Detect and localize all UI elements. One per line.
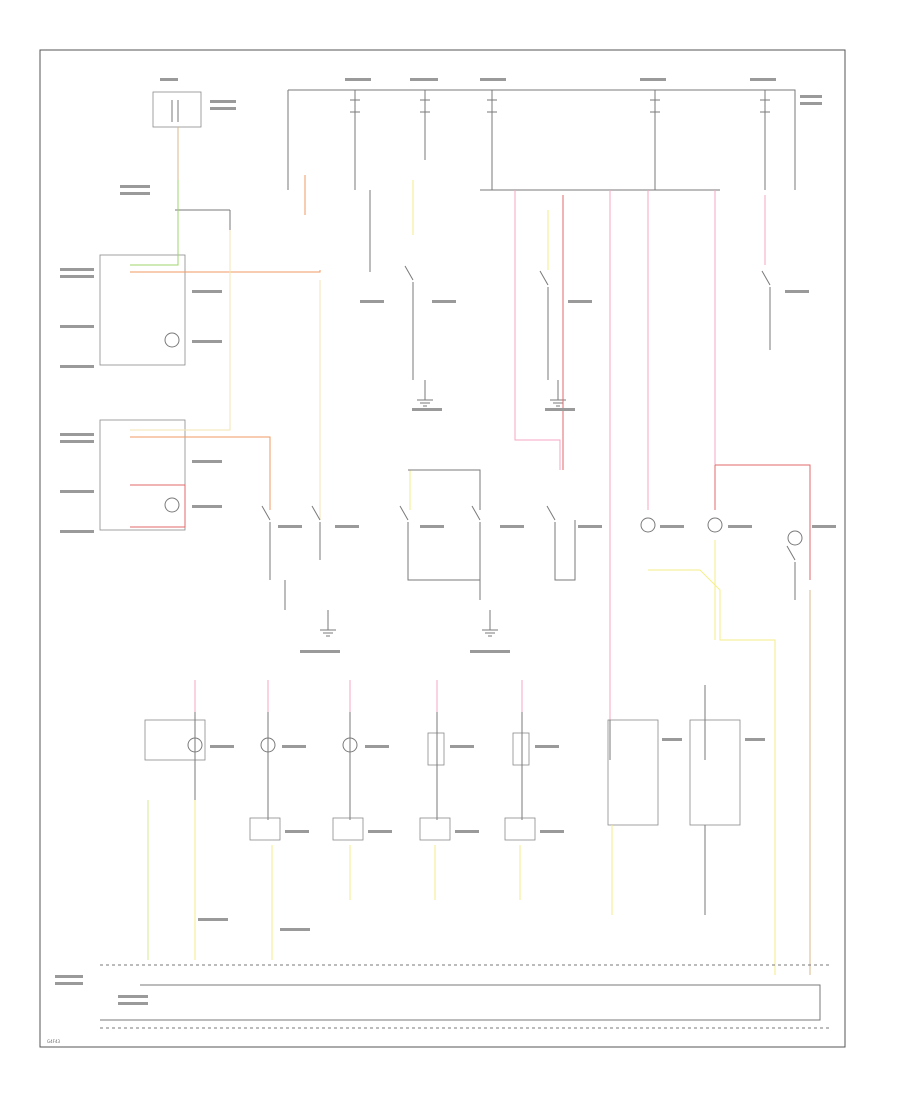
- ground-icon: [320, 380, 566, 637]
- lamp-icon: [164, 332, 803, 546]
- switch-icon: [404, 265, 771, 380]
- diagram-border: [39, 49, 846, 1048]
- ground-bus: [100, 964, 830, 1029]
- page-code: G4F43: [47, 1039, 60, 1044]
- fuse-icon: [650, 90, 660, 130]
- fuse-icon: [420, 90, 430, 130]
- fuse-icon: [152, 91, 202, 128]
- lamp-icon: [144, 719, 741, 826]
- switch-icon: [261, 505, 796, 610]
- label-marks: [55, 78, 836, 1005]
- switch-icon: [249, 817, 536, 841]
- power-bus: [287, 89, 796, 190]
- fuse-icon: [760, 90, 770, 130]
- fuse-icon: [487, 90, 497, 130]
- fuse-icon: [350, 90, 360, 130]
- connector-icon: [99, 209, 231, 531]
